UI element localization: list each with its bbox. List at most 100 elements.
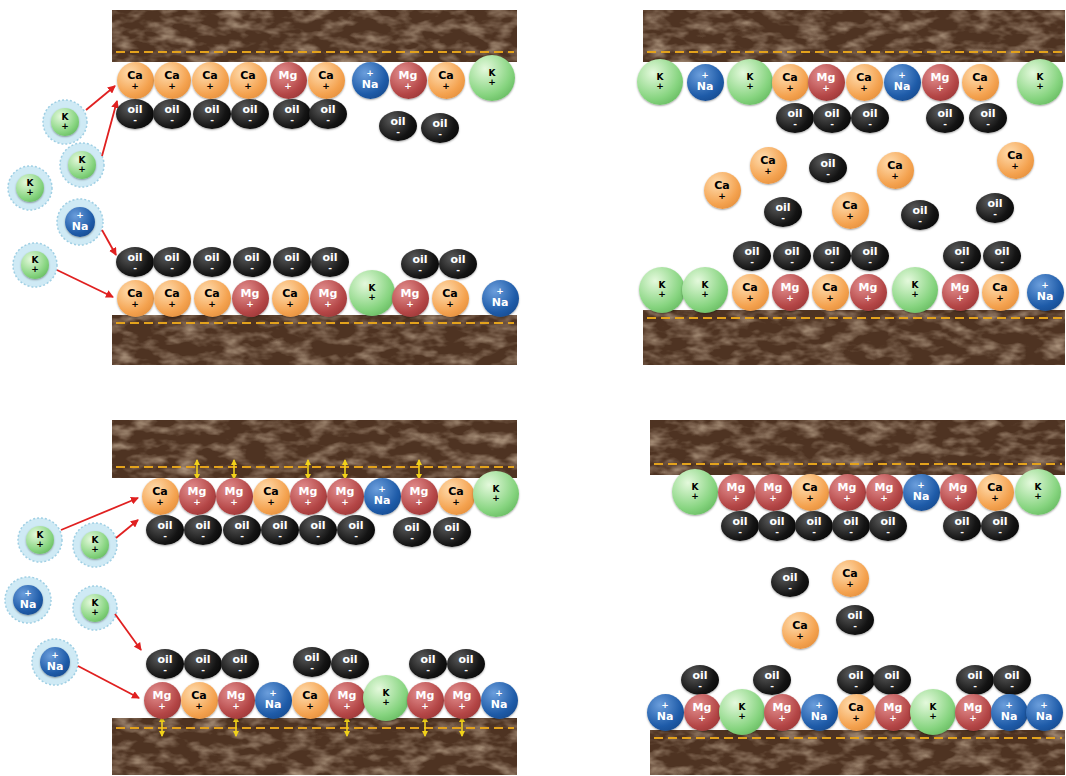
charge-sign: + [341, 498, 349, 507]
ion-label: Ca [887, 159, 903, 172]
charge-sign: + [446, 300, 454, 309]
ion-label: Mg [227, 689, 246, 702]
charge-sign: + [158, 702, 166, 711]
charge-sign: - [348, 666, 352, 675]
ion-label: oil [967, 669, 982, 682]
ion-label: oil [824, 107, 839, 120]
charge-sign: - [278, 532, 282, 541]
potassium-ion: K+ [639, 267, 685, 313]
charge-sign: + [936, 84, 944, 93]
charge-sign: + [786, 84, 794, 93]
ion-label: Mg [859, 281, 878, 294]
charge-sign: - [868, 120, 872, 129]
calcium-ion: Ca+ [877, 152, 914, 189]
charge-sign: - [830, 120, 834, 129]
ion-label: oil [1004, 669, 1019, 682]
charge-sign: + [168, 300, 176, 309]
ion-label: Mg [338, 689, 357, 702]
ion-label: Na [657, 710, 674, 723]
sodium-ion: +Na [1026, 694, 1063, 731]
ion-label: Mg [279, 69, 298, 82]
magnesium-ion: Mg+ [401, 478, 438, 515]
oil-droplet: oil- [869, 511, 907, 541]
ion-label: Ca [204, 287, 220, 300]
sodium-ion: +Na [884, 64, 921, 101]
magnesium-ion: Mg+ [270, 62, 307, 99]
charge-sign: - [960, 258, 964, 267]
magnesium-ion: Mg+ [850, 274, 887, 311]
magnesium-ion: Mg+ [829, 474, 866, 511]
charge-sign: + [458, 702, 466, 711]
charge-sign: + [366, 69, 374, 78]
potassium-ion: K+ [719, 689, 765, 735]
charge-sign: + [691, 492, 699, 501]
charge-sign: + [131, 82, 139, 91]
ion-label: Ca [714, 179, 730, 192]
potassium-ion: K+ [469, 55, 515, 101]
charge-sign: + [891, 172, 899, 181]
calcium-ion: Ca+ [230, 62, 267, 99]
oil-droplet: oil- [273, 247, 311, 277]
charge-sign: + [701, 290, 709, 299]
magnesium-ion: Mg+ [684, 694, 721, 731]
potassium-ion: K+ [910, 689, 956, 735]
ion-label: Mg [964, 701, 983, 714]
calcium-ion: Ca+ [782, 612, 819, 649]
charge-sign: - [986, 120, 990, 129]
oil-droplet: oil- [153, 247, 191, 277]
charge-sign: + [208, 300, 216, 309]
calcium-ion: Ca+ [272, 280, 309, 317]
charge-sign: + [269, 689, 277, 698]
charge-sign: - [698, 682, 702, 691]
ion-label: oil [242, 103, 257, 116]
charge-sign: + [911, 290, 919, 299]
charge-sign: + [91, 545, 99, 554]
charge-sign: + [732, 494, 740, 503]
charge-sign: - [170, 264, 174, 273]
ion-label: Mg [399, 69, 418, 82]
charge-sign: + [1040, 701, 1048, 710]
charge-sign: + [786, 294, 794, 303]
ion-label: oil [284, 103, 299, 116]
hydrated-sodium-ion: +Na [13, 585, 43, 615]
magnesium-ion: Mg+ [808, 64, 845, 101]
hydrated-potassium-ion: K+ [81, 594, 109, 622]
charge-sign: - [456, 266, 460, 275]
charge-sign: - [854, 682, 858, 691]
ion-label: oil [787, 107, 802, 120]
ion-label: Na [1037, 290, 1054, 303]
oil-droplet: oil- [223, 515, 261, 545]
charge-sign: - [750, 258, 754, 267]
charge-sign: - [793, 120, 797, 129]
ion-label: Mg [241, 287, 260, 300]
ion-label: Ca [760, 154, 776, 167]
charge-sign: + [421, 702, 429, 711]
charge-sign: - [450, 534, 454, 543]
ion-label: oil [782, 571, 797, 584]
charge-sign: K [92, 536, 99, 545]
charge-sign: - [993, 210, 997, 219]
charge-sign: - [830, 258, 834, 267]
charge-sign: K [930, 703, 937, 712]
oil-droplet: oil- [773, 241, 811, 271]
charge-sign: + [969, 714, 977, 723]
hydrated-potassium-ion: K+ [51, 108, 79, 136]
ion-label: Ca [302, 689, 318, 702]
charge-sign: - [133, 116, 137, 125]
potassium-ion: K+ [1017, 59, 1063, 105]
ion-label: Mg [410, 485, 429, 498]
charge-sign: + [852, 714, 860, 723]
hydrated-potassium-ion: K+ [81, 531, 109, 559]
ion-label: Ca [438, 69, 454, 82]
calcium-ion: Ca+ [432, 280, 469, 317]
hydrated-potassium-ion: K+ [68, 151, 96, 179]
ion-label: oil [450, 253, 465, 266]
charge-sign: + [404, 82, 412, 91]
charge-sign: + [131, 300, 139, 309]
ion-label: oil [322, 251, 337, 264]
charge-sign: - [290, 264, 294, 273]
ion-label: Na [913, 490, 930, 503]
ion-label: Ca [856, 71, 872, 84]
charge-sign: - [426, 666, 430, 675]
